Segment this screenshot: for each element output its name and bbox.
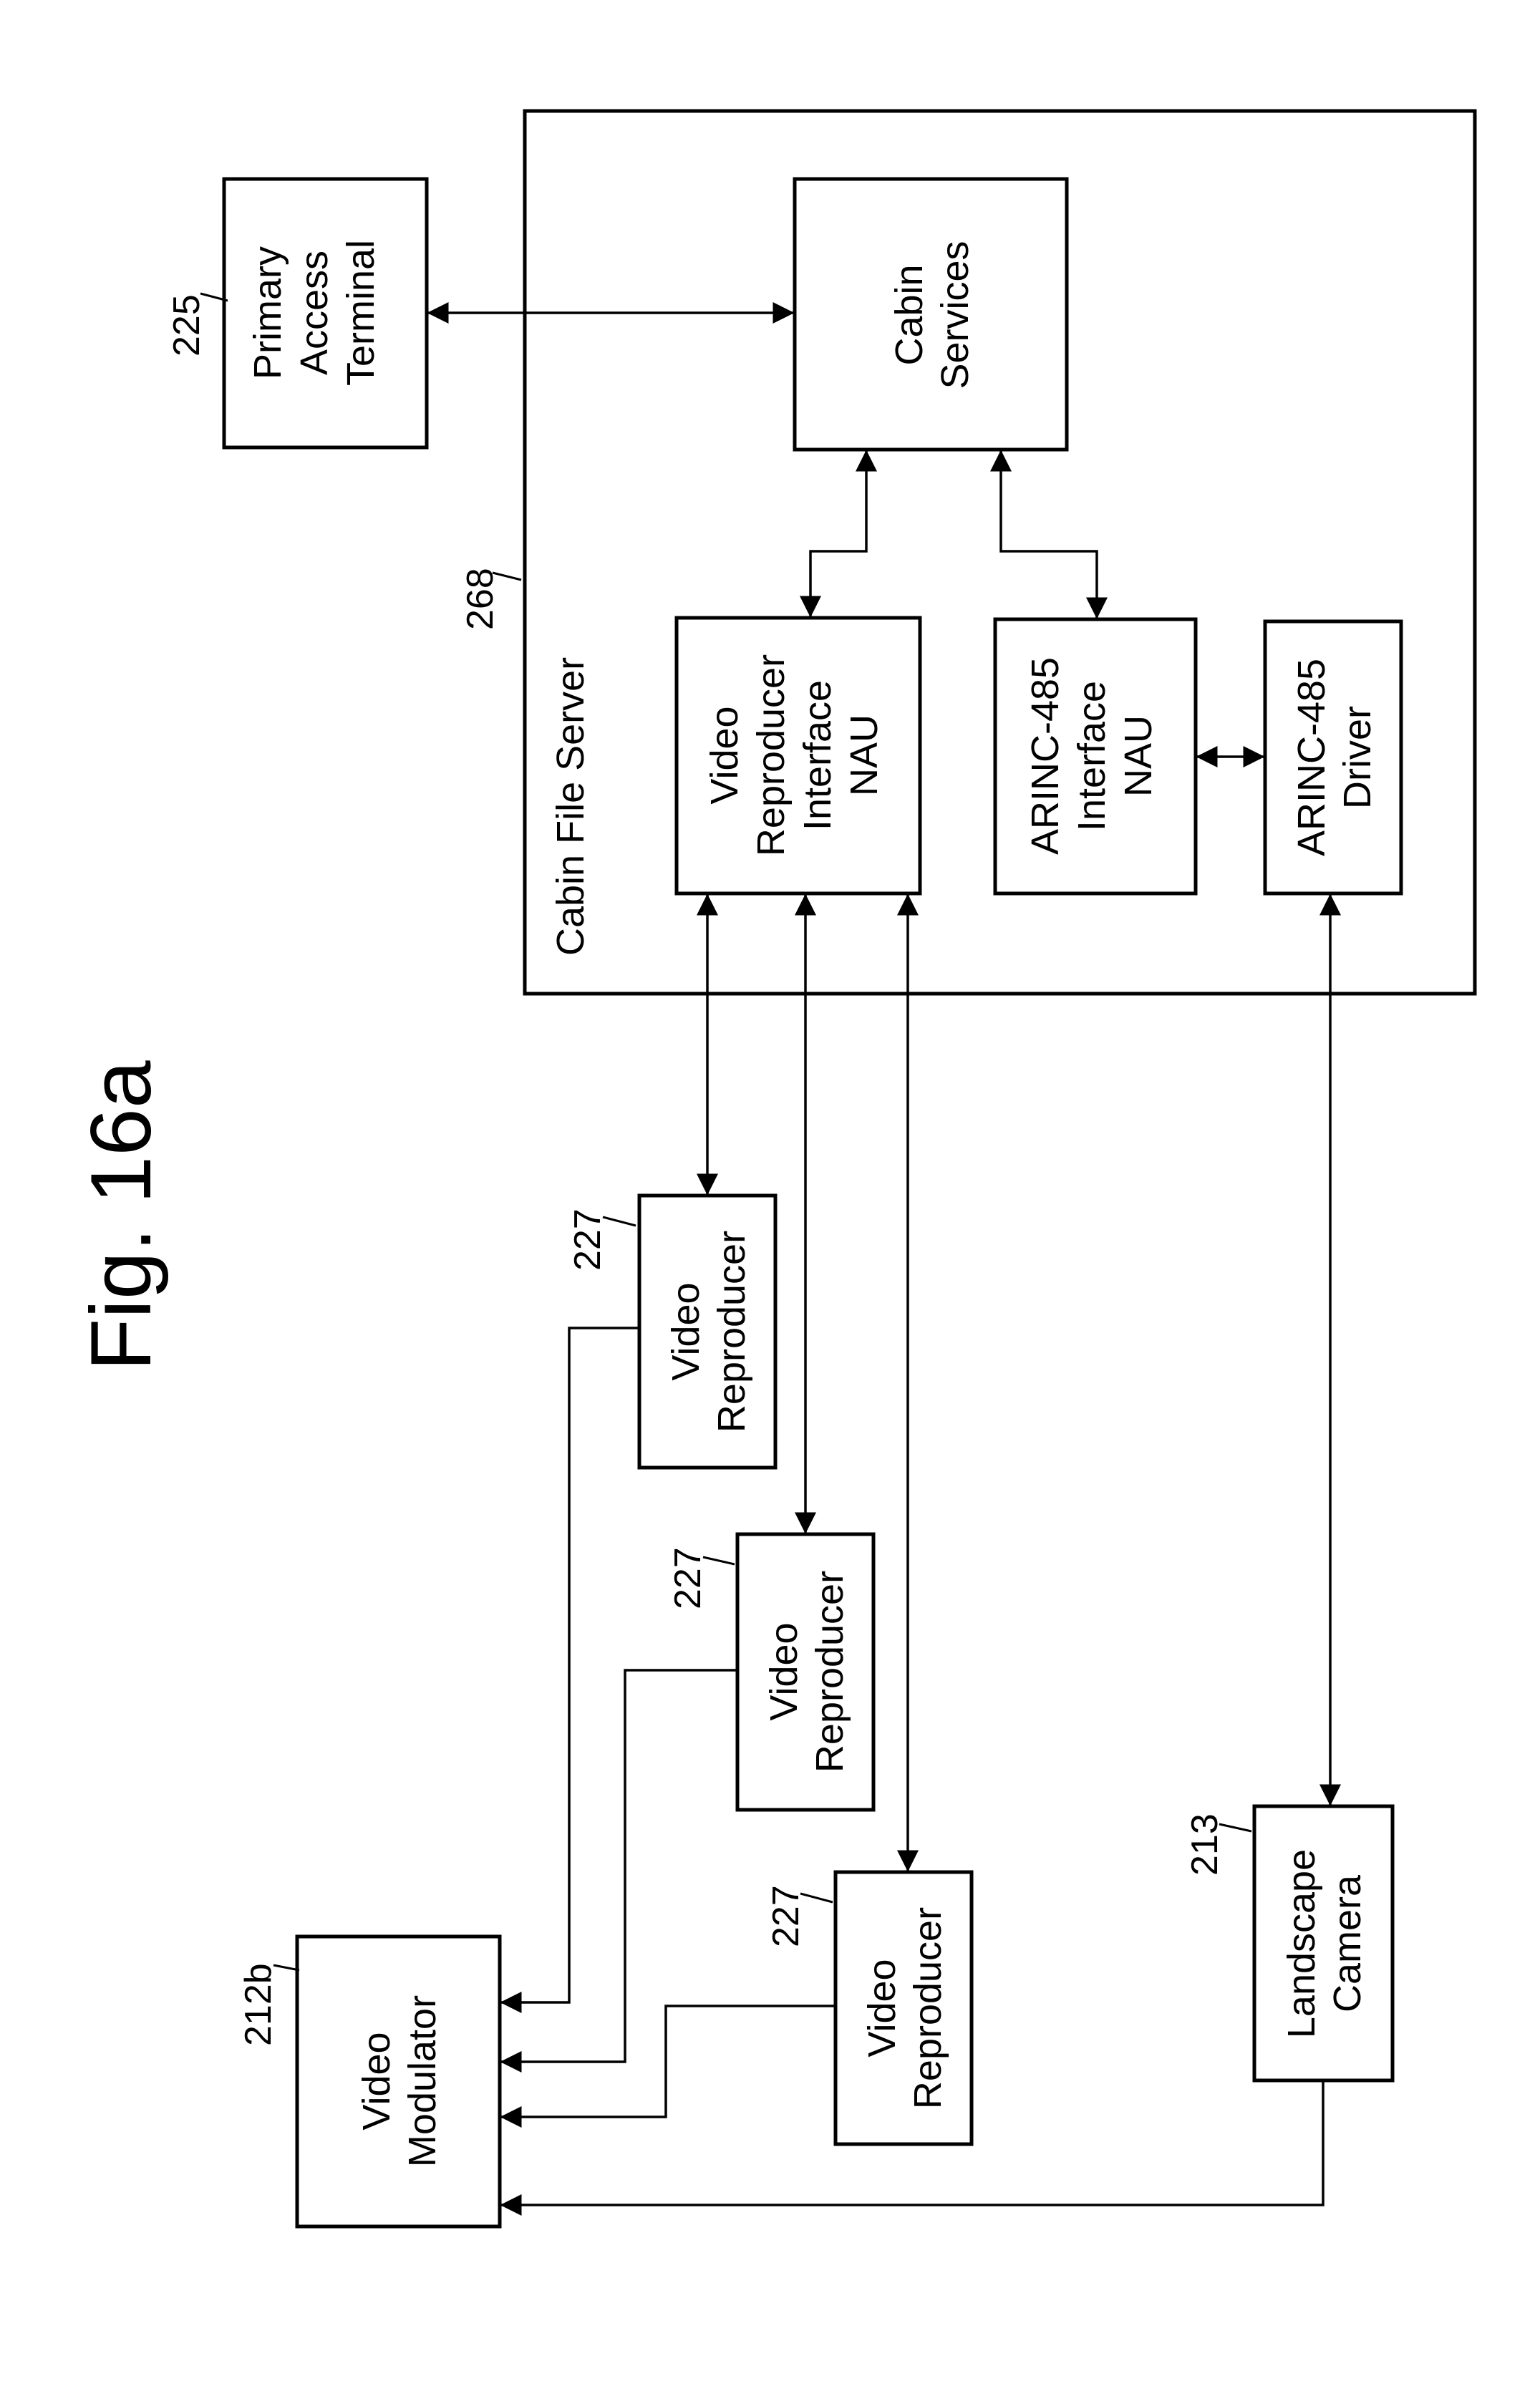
video-reproducer-interface-nau-block: Video Reproducer Interface NAU [677, 618, 920, 893]
cabin-services-block: Cabin Services [795, 179, 1067, 450]
video-reproducer-2-block: 227 Video Reproducer [667, 1534, 873, 1810]
video-reproducer-2-label-2: Reproducer [808, 1571, 851, 1773]
video-reproducer-2-ref: 227 [667, 1547, 709, 1609]
arinc-driver-label-1: ARINC-485 [1290, 659, 1333, 856]
primary-access-terminal-label-2: Access [293, 251, 336, 375]
link-reproducer-1-modulator [501, 1328, 639, 2002]
cabin-file-server-title: Cabin File Server [549, 657, 592, 956]
landscape-camera-ref: 213 [1184, 1813, 1226, 1876]
arinc-nau-label-2: Interface [1070, 681, 1113, 831]
figure-title: Fig. 16a [73, 1060, 169, 1371]
landscape-camera-label-2: Camera [1326, 1874, 1369, 2012]
video-modulator-label-1: Video [355, 2032, 398, 2130]
video-reproducer-1-block: 227 Video Reproducer [567, 1196, 775, 1468]
video-modulator-ref: 212b [238, 1963, 279, 2046]
primary-access-terminal-label-1: Primary [246, 246, 289, 379]
video-reproducer-2-label-1: Video [762, 1622, 805, 1720]
cabin-services-label-1: Cabin [888, 264, 931, 365]
primary-access-terminal-label-3: Terminal [339, 240, 382, 386]
vri-nau-label-3: Interface [796, 680, 839, 830]
landscape-camera-label-1: Landscape [1280, 1849, 1323, 2038]
video-reproducer-3-label-1: Video [861, 1959, 904, 2057]
primary-access-terminal-block: 225 Primary Access Terminal [166, 179, 427, 447]
landscape-camera-block: 213 Landscape Camera [1184, 1806, 1393, 2080]
arinc-driver-label-2: Driver [1336, 706, 1379, 809]
arinc485-interface-nau-block: ARINC-485 Interface NAU [995, 619, 1196, 893]
video-reproducer-1-ref: 227 [567, 1208, 609, 1271]
video-reproducer-1-label-2: Reproducer [710, 1231, 753, 1433]
video-reproducer-1-label-1: Video [664, 1282, 707, 1380]
arinc-nau-label-1: ARINC-485 [1024, 657, 1067, 855]
vri-nau-label-1: Video [703, 706, 746, 804]
cabin-services-label-2: Services [934, 241, 977, 389]
video-modulator-block: 212b Video Modulator [238, 1937, 500, 2226]
cabin-file-server-ref: 268 [460, 568, 501, 630]
arinc-nau-label-3: NAU [1117, 715, 1160, 797]
vri-nau-label-2: Reproducer [750, 654, 793, 856]
video-reproducer-3-block: 227 Video Reproducer [765, 1872, 972, 2144]
arinc485-driver-block: ARINC-485 Driver [1265, 621, 1401, 893]
video-reproducer-3-label-2: Reproducer [906, 1907, 949, 2109]
primary-access-terminal-ref: 225 [166, 294, 208, 357]
video-modulator-label-2: Modulator [401, 1995, 444, 2167]
vri-nau-label-4: NAU [843, 714, 886, 796]
